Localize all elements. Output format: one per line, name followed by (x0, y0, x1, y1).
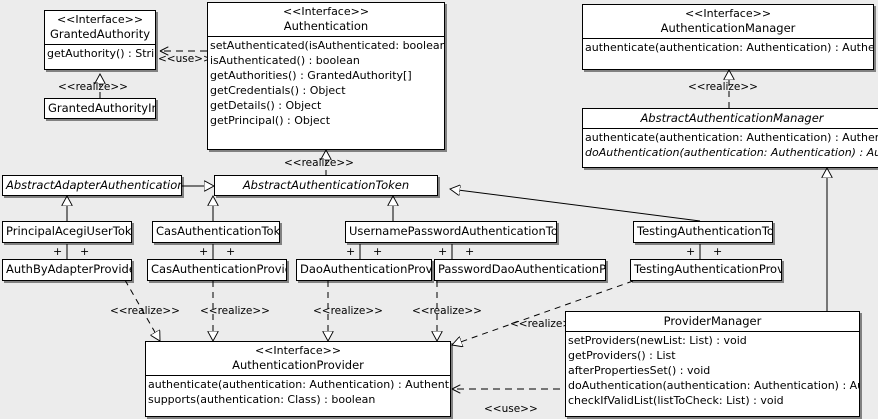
class-box-abstract-authentication-token[interactable]: AbstractAuthenticationToken (214, 175, 438, 196)
class-name-granted-authority: GrantedAuthority (49, 27, 151, 41)
operation-abstract: doAuthentication(authentication: Authent… (585, 146, 878, 159)
operation: getCredentials() : Object (210, 84, 346, 97)
operation: isAuthenticated() : boolean (210, 54, 360, 67)
operation: afterPropertiesSet() : void (568, 364, 711, 377)
class-header-authentication: <<Interface>> Authentication (208, 3, 444, 36)
multiplicity-testing-right: + (713, 245, 723, 258)
divider (583, 128, 878, 129)
operations-authentication: setAuthenticated(isAuthenticated: boolea… (208, 37, 444, 129)
divider (583, 38, 873, 39)
edge-label-realize-granted-authority-impl: <<realize>> (58, 81, 128, 93)
operation: authenticate(authentication: Authenticat… (148, 378, 450, 391)
stereotype-interface: <<Interface>> (282, 5, 370, 18)
class-name-dao-authentication-provider: DaoAuthenticationProvider (300, 262, 432, 276)
multiplicity-upat-left-2: + (438, 245, 448, 258)
multiplicity-upat-right: + (373, 245, 383, 258)
operation: doAuthentication(authentication: Authent… (568, 379, 859, 392)
stereotype-interface: <<Interface>> (684, 7, 772, 20)
divider (45, 44, 155, 45)
edge-label-realize-password-dao-provider: <<realize>> (412, 305, 482, 317)
multiplicity-cas-right: + (226, 245, 236, 258)
class-box-provider-manager[interactable]: ProviderManager setProviders(newList: Li… (565, 311, 860, 417)
class-name-cas-authentication-token: CasAuthenticationToken (156, 224, 280, 238)
class-name-abstract-authentication-token: AbstractAuthenticationToken (242, 178, 410, 192)
class-name-auth-by-adapter-provider: AuthByAdapterProvider (6, 262, 132, 276)
class-name-authentication-provider: AuthenticationProvider (232, 358, 364, 372)
operation: getAuthority() : String (47, 47, 156, 60)
class-name-username-password-authentication-token: UsernamePasswordAuthenticationToken (349, 224, 557, 238)
multiplicity-principal-right: + (80, 245, 90, 258)
edge-label-use-granted-authority: <<use>> (158, 53, 212, 65)
operation: getPrincipal() : Object (210, 114, 331, 127)
class-name-authentication: Authentication (283, 19, 369, 33)
operations-authentication-manager: authenticate(authentication: Authenticat… (583, 39, 873, 56)
class-header-provider-manager: ProviderManager (566, 312, 859, 331)
class-name-testing-authentication-provider: TestingAuthenticationProvider (634, 262, 782, 276)
class-name-principal-acegi-user-token: PrincipalAcegiUserToken (6, 224, 132, 238)
class-box-auth-by-adapter-provider[interactable]: AuthByAdapterProvider (2, 259, 132, 281)
class-box-authentication-manager[interactable]: <<Interface>> AuthenticationManager auth… (582, 4, 874, 70)
divider (566, 331, 859, 332)
class-name-provider-manager: ProviderManager (663, 314, 762, 328)
class-box-abstract-authentication-manager[interactable]: AbstractAuthenticationManager authentica… (582, 108, 878, 168)
class-name-testing-authentication-token: TestingAuthenticationToken (637, 224, 772, 238)
edge-label-realize-cas-provider: <<realize>> (200, 305, 270, 317)
operation: getAuthorities() : GrantedAuthority[] (210, 69, 412, 82)
edge-label-realize-testing-provider: <<realize>> (510, 318, 580, 330)
operations-provider-manager: setProviders(newList: List) : void getPr… (566, 332, 859, 409)
class-name-authentication-manager: AuthenticationManager (660, 21, 796, 35)
operation: getProviders() : List (568, 349, 676, 362)
multiplicity-testing-left: + (686, 245, 696, 258)
class-header-authentication-manager: <<Interface>> AuthenticationManager (583, 5, 873, 38)
divider (208, 36, 444, 37)
operations-abstract-authentication-manager: authenticate(authentication: Authenticat… (583, 129, 878, 161)
edge-label-use-provider-manager: <<use>> (484, 403, 538, 415)
class-name-abstract-authentication-manager: AbstractAuthenticationManager (640, 111, 824, 125)
class-box-testing-authentication-token[interactable]: TestingAuthenticationToken (633, 221, 773, 243)
edge-label-realize-authentication-manager: <<realize>> (688, 81, 758, 93)
class-box-granted-authority-impl[interactable]: GrantedAuthorityImpl (44, 98, 156, 119)
class-box-principal-acegi-user-token[interactable]: PrincipalAcegiUserToken (2, 221, 132, 243)
multiplicity-cas-left: + (199, 245, 209, 258)
class-box-dao-authentication-provider[interactable]: DaoAuthenticationProvider (296, 259, 432, 281)
operations-granted-authority: getAuthority() : String (45, 45, 155, 62)
multiplicity-upat-left: + (346, 245, 356, 258)
operation: getDetails() : Object (210, 99, 322, 112)
class-box-username-password-authentication-token[interactable]: UsernamePasswordAuthenticationToken (345, 221, 557, 243)
multiplicity-principal-left: + (53, 245, 63, 258)
class-box-abstract-adapter-authentication-token[interactable]: AbstractAdapterAuthenticationToken (2, 175, 182, 196)
operation: setProviders(newList: List) : void (568, 334, 747, 347)
operation: setAuthenticated(isAuthenticated: boolea… (210, 39, 444, 52)
class-box-cas-authentication-token[interactable]: CasAuthenticationToken (152, 221, 280, 243)
operation: authenticate(authentication: Authenticat… (585, 41, 874, 54)
class-box-password-dao-authentication-provider[interactable]: PasswordDaoAuthenticationProvider (434, 259, 606, 281)
operation: supports(authentication: Class) : boolea… (148, 393, 376, 406)
class-header-granted-authority: <<Interface>> GrantedAuthority (45, 11, 155, 44)
operations-authentication-provider: authenticate(authentication: Authenticat… (146, 376, 450, 408)
operation: authenticate(authentication: Authenticat… (585, 131, 878, 144)
operation: checkIfValidList(listToCheck: List) : vo… (568, 394, 784, 407)
stereotype-interface: <<Interface>> (254, 344, 342, 357)
class-box-authentication-provider[interactable]: <<Interface>> AuthenticationProvider aut… (145, 341, 451, 417)
class-header-abstract-authentication-manager: AbstractAuthenticationManager (583, 109, 878, 128)
class-box-cas-authentication-provider[interactable]: CasAuthenticationProvider (147, 259, 287, 281)
class-box-testing-authentication-provider[interactable]: TestingAuthenticationProvider (630, 259, 782, 281)
divider (146, 375, 450, 376)
class-name-password-dao-authentication-provider: PasswordDaoAuthenticationProvider (438, 262, 606, 276)
class-header-authentication-provider: <<Interface>> AuthenticationProvider (146, 342, 450, 375)
class-box-granted-authority[interactable]: <<Interface>> GrantedAuthority getAuthor… (44, 10, 156, 70)
stereotype-interface: <<Interface>> (56, 13, 144, 26)
edge-label-realize-authentication-token: <<realize>> (284, 157, 354, 169)
class-box-authentication[interactable]: <<Interface>> Authentication setAuthenti… (207, 2, 445, 150)
class-name-abstract-adapter-authentication-token: AbstractAdapterAuthenticationToken (6, 178, 181, 192)
class-name-cas-authentication-provider: CasAuthenticationProvider (151, 262, 286, 276)
edge-label-realize-dao-provider: <<realize>> (313, 305, 383, 317)
multiplicity-upat-right-2: + (465, 245, 475, 258)
edge-label-realize-auth-by-adapter-provider: <<realize>> (110, 305, 180, 317)
class-name-granted-authority-impl: GrantedAuthorityImpl (48, 101, 155, 115)
